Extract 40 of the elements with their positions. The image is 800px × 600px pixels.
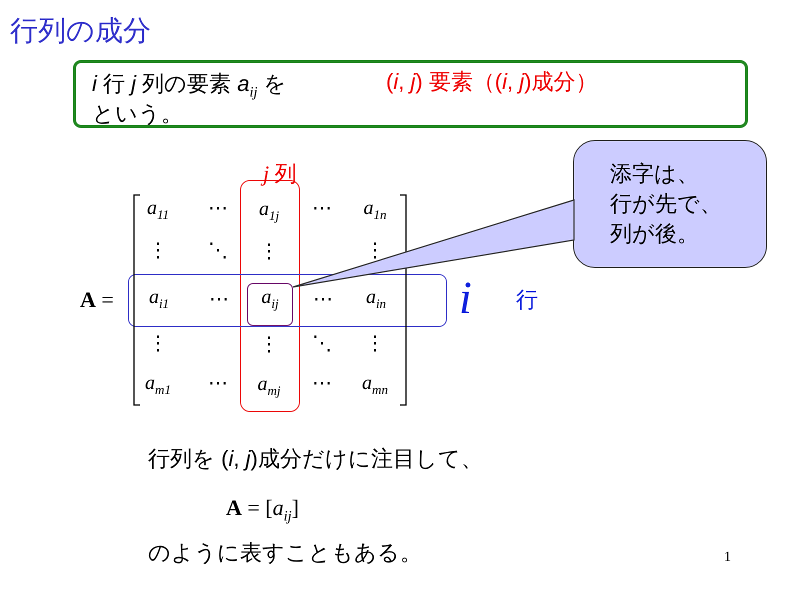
body-text: のように表すこともある。 xyxy=(148,539,422,567)
body-text: 行列を (i, j)成分だけに注目して、 xyxy=(148,445,483,473)
matrix-entry: a$_{11}$ xyxy=(146,197,170,223)
side-label: i xyxy=(459,271,472,324)
matrix-dots: ⋯ xyxy=(208,196,228,220)
matrix-entry: ⋮ xyxy=(259,240,279,264)
matrix-dots: ⋱ xyxy=(312,332,332,356)
matrix-dots: ⋯ xyxy=(208,372,228,396)
matrix-symbol: A = xyxy=(80,287,114,313)
formula: A = [a$_{ij}$] xyxy=(226,495,299,526)
callout-bubble xyxy=(573,140,767,268)
page-number: 1 xyxy=(724,550,731,566)
matrix-dots: ⋮ xyxy=(365,238,385,262)
matrix-entry: ⋮ xyxy=(259,332,279,356)
node-text: (i, j) 要素（(i, j)成分） xyxy=(386,68,598,96)
node-text: 添字は、行が先で、列が後。 xyxy=(610,160,723,248)
element-highlight xyxy=(247,283,293,326)
matrix-entry: a$_{1j}$ xyxy=(258,198,280,224)
matrix-entry: a$_{in}$ xyxy=(366,286,386,312)
matrix-entry: a$_{m1}$ xyxy=(145,372,171,398)
matrix-entry: a$_{ij}$ xyxy=(261,286,279,312)
matrix-entry: a$_{mj}$ xyxy=(258,373,280,399)
callout-pointer xyxy=(292,199,575,288)
matrix-entry: ⋯ xyxy=(209,288,229,312)
matrix-dots: ⋮ xyxy=(148,332,168,356)
matrix-dots: ⋮ xyxy=(148,238,168,262)
matrix-entry: ⋯ xyxy=(313,288,333,312)
matrix-dots: ⋱ xyxy=(208,238,228,262)
matrix-dots: ⋯ xyxy=(312,196,332,220)
node-text: という。 xyxy=(92,100,183,128)
definition-box xyxy=(73,60,748,128)
matrix-dots: ⋮ xyxy=(365,332,385,356)
matrix-dots: ⋯ xyxy=(312,372,332,396)
side-label: j 列 xyxy=(263,159,297,189)
matrix-entry: a$_{mn}$ xyxy=(362,372,388,398)
slide-title: 行列の成分 xyxy=(10,14,151,48)
side-label: 行 xyxy=(516,286,538,314)
node-text: i 行 j 列の要素 a$_{ij}$ を xyxy=(92,70,287,102)
matrix-entry: a$_{1n}$ xyxy=(364,197,386,223)
matrix-entry: a$_{i1}$ xyxy=(148,286,170,312)
